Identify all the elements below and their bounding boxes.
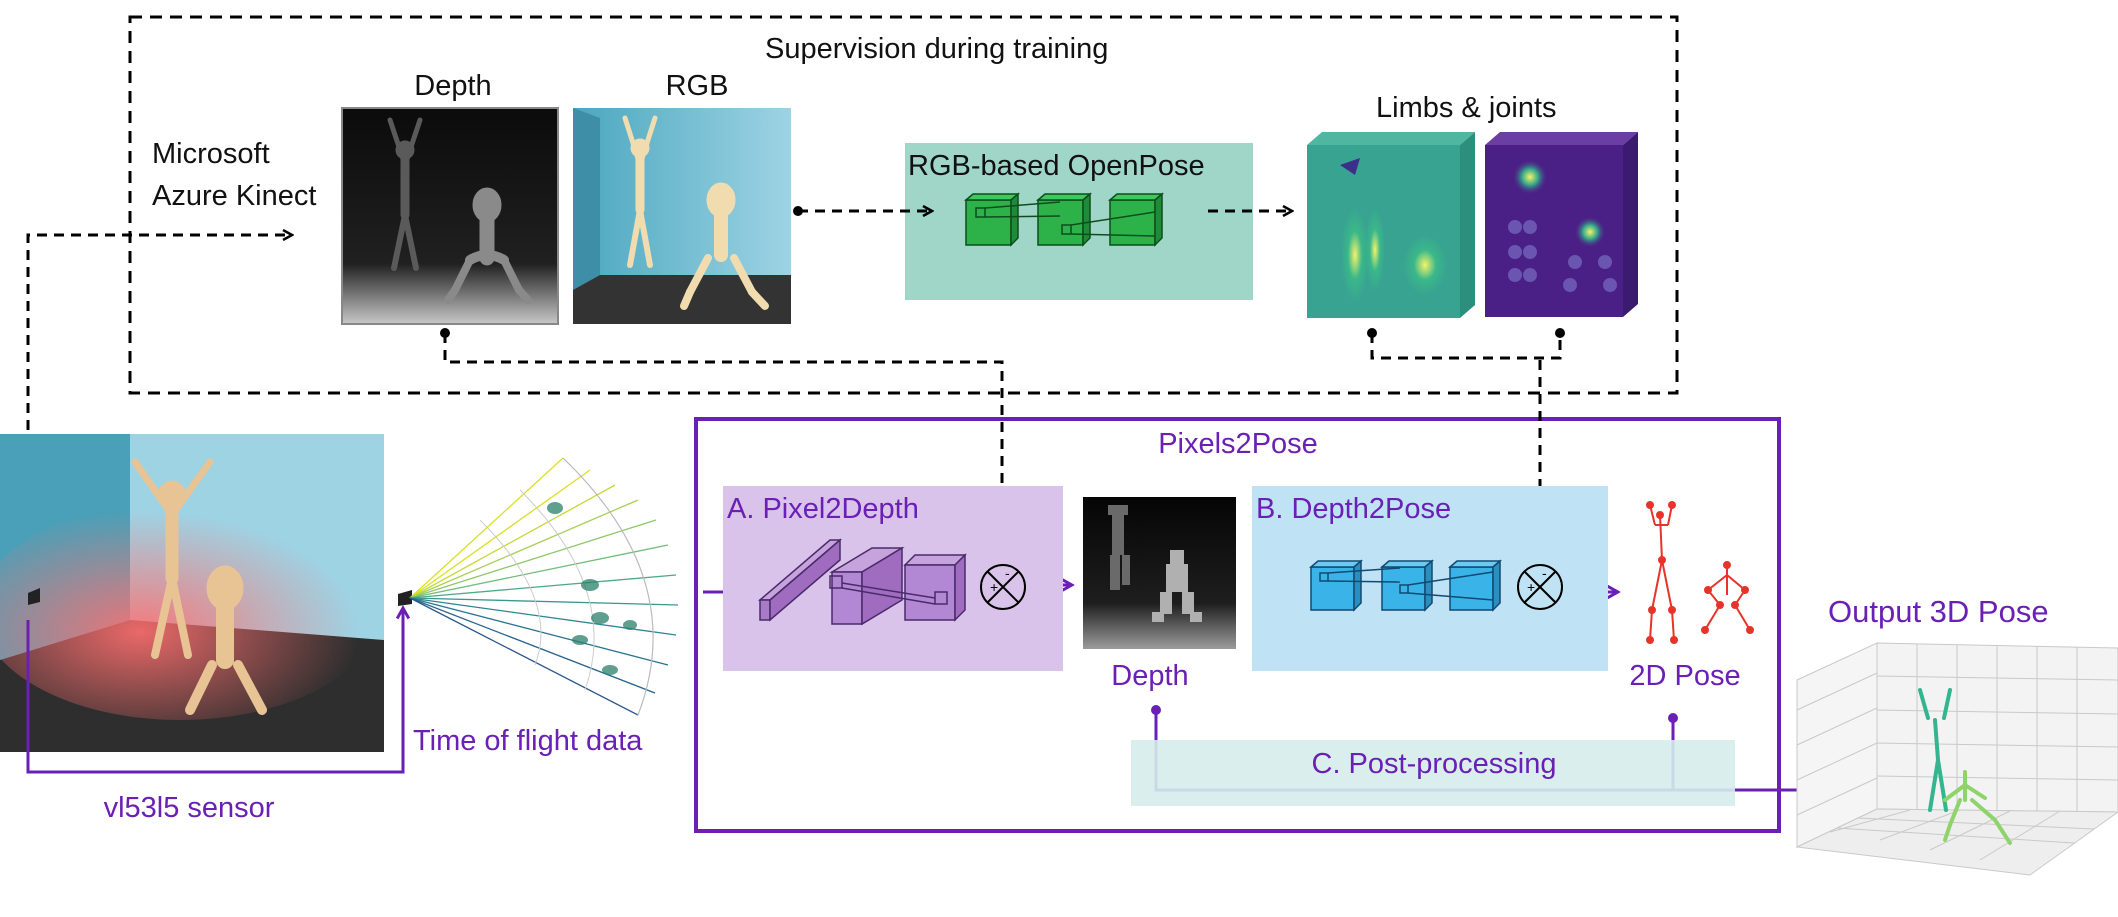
supervision-title: Supervision during training [765, 33, 1109, 65]
postprocessing-bar [1131, 740, 1735, 806]
output-3d-plot [1795, 642, 2118, 876]
pose2d-label: 2D Pose [1629, 660, 1741, 692]
depth2pose-label: B. Depth2Pose [1256, 493, 1452, 525]
pixel2depth-network [757, 538, 1026, 626]
kinect-label-line1: Microsoft [152, 138, 270, 170]
tof-label: Time of flight data [413, 725, 643, 757]
joints-heatmap [1485, 132, 1638, 317]
heatmap-join-line [1370, 333, 1562, 360]
scene-image [0, 434, 384, 752]
pixels2pose-box [694, 417, 1781, 833]
pose-2d-skeletons [1646, 501, 1754, 644]
plus-sign: + [990, 579, 998, 595]
depth2pose-network [1308, 559, 1563, 612]
kinect-label-line2: Azure Kinect [152, 180, 317, 212]
minus-sign: - [1005, 565, 1010, 581]
depth-image-top [341, 107, 559, 325]
depth-supervision-arrow [443, 333, 1002, 550]
depth-label-bottom: Depth [1111, 660, 1189, 692]
output-3d-skeletons [1918, 688, 2012, 845]
minus-sign-2: - [1542, 565, 1547, 581]
rgb-image-top [573, 108, 791, 324]
sensor-label: vl53l5 sensor [103, 792, 275, 824]
tof-fan [398, 457, 679, 716]
depth-label-top: Depth [414, 70, 492, 102]
openpose-network [963, 192, 1165, 247]
plus-sign-2: + [1527, 579, 1535, 595]
output-3d-label: Output 3D Pose [1828, 594, 2049, 629]
pixels2pose-title: Pixels2Pose [1158, 428, 1318, 460]
rgb-label-top: RGB [665, 70, 729, 102]
depth-image-bottom [1083, 497, 1236, 649]
limbs-joints-label: Limbs & joints [1376, 92, 1557, 124]
sensor-to-tof-arrow [26, 608, 403, 774]
openpose-label: RGB-based OpenPose [908, 150, 1205, 182]
postprocessing-label: C. Post-processing [1311, 748, 1557, 780]
pixel2depth-label: A. Pixel2Depth [727, 493, 919, 525]
limbs-heatmap [1307, 132, 1475, 318]
